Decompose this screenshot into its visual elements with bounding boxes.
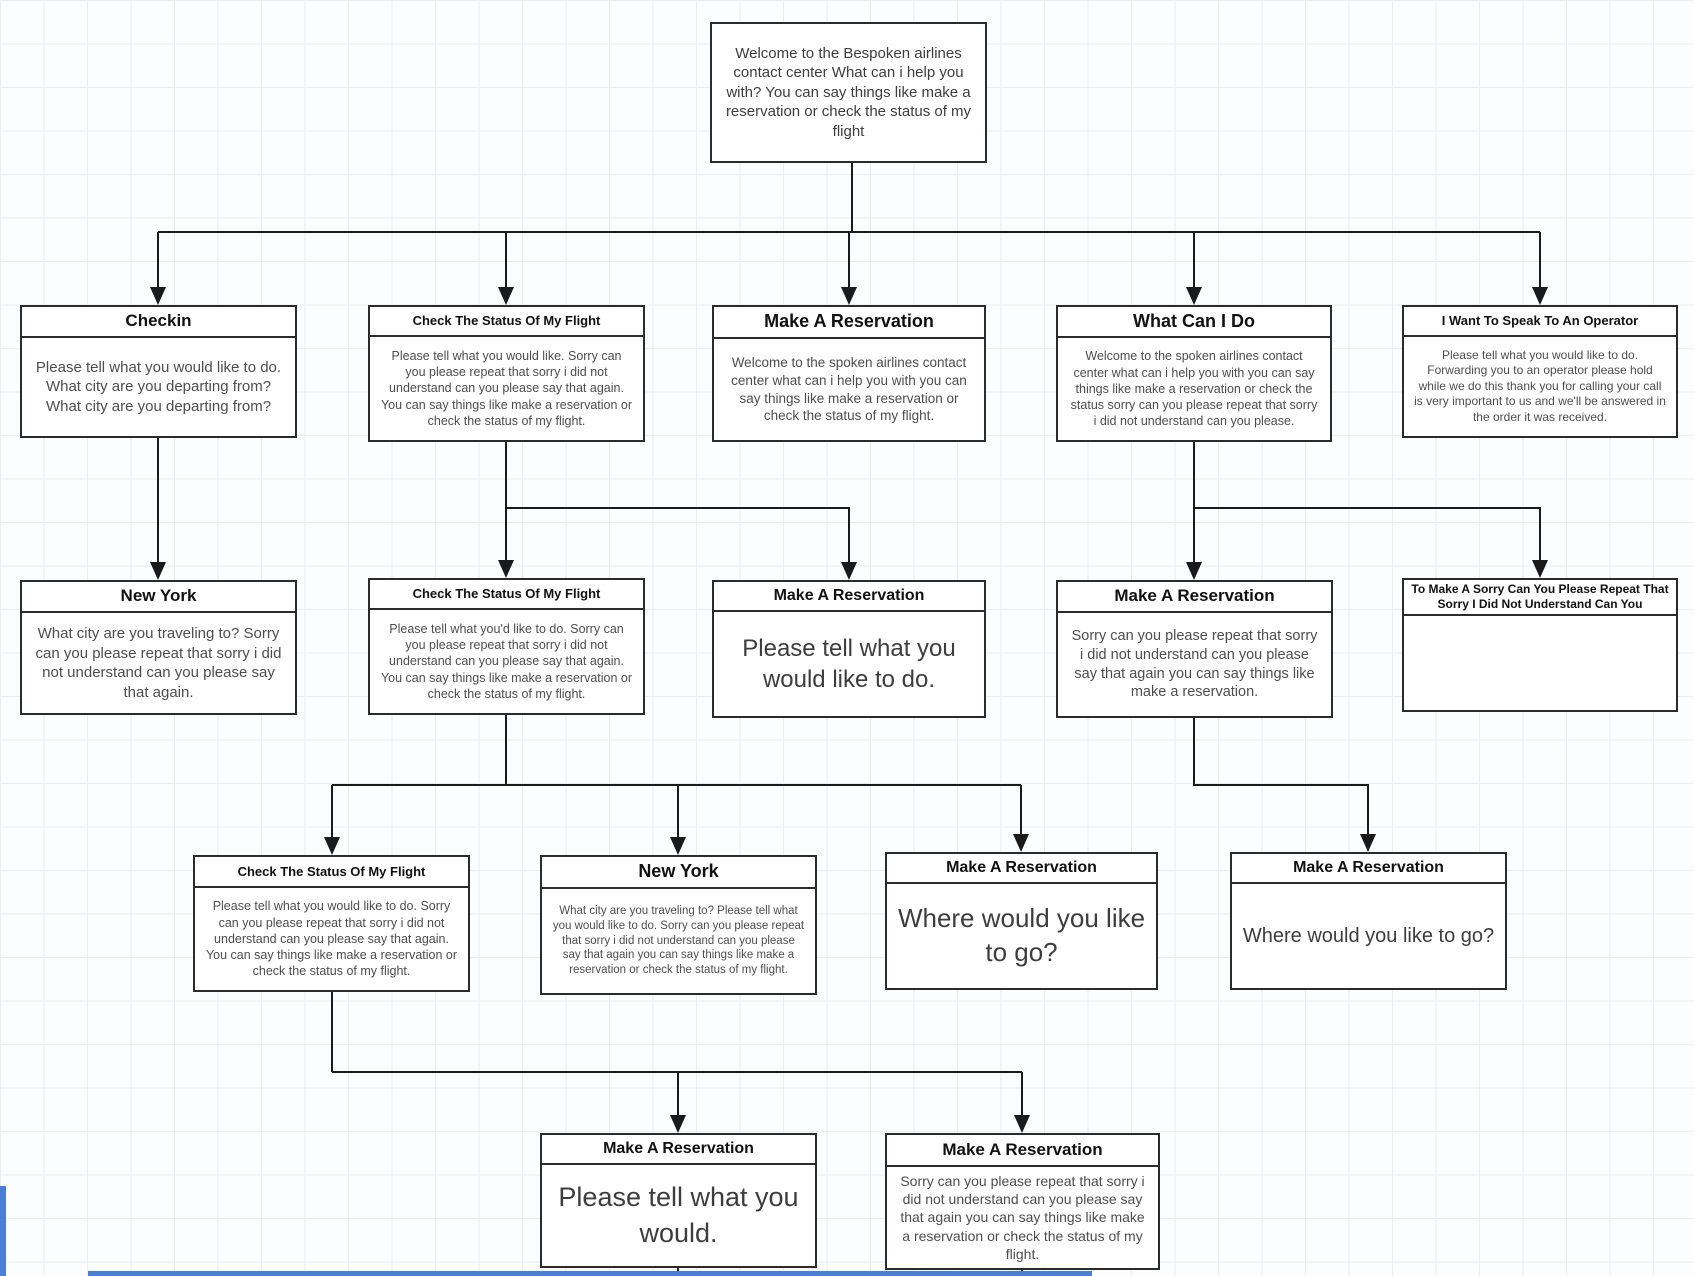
node-title: Make A Reservation	[542, 1135, 815, 1165]
flow-node-make-reservation-5[interactable]: Make A Reservation Where would you like …	[1230, 852, 1507, 990]
flow-node-make-reservation-4[interactable]: Make A Reservation Where would you like …	[885, 852, 1158, 990]
node-body: Sorry can you please repeat that sorry i…	[900, 1173, 1145, 1262]
node-title: New York	[22, 582, 295, 613]
node-title: Check The Status Of My Flight	[370, 307, 643, 337]
node-body: Welcome to the spoken airlines contact c…	[731, 355, 967, 424]
flow-node-make-reservation-1[interactable]: Make A Reservation Welcome to the spoken…	[712, 305, 986, 442]
node-title: What Can I Do	[1058, 307, 1330, 338]
node-body: Please tell what you would like to do. S…	[205, 899, 458, 979]
node-title: Check The Status Of My Flight	[370, 580, 643, 610]
flow-node-check-status-2[interactable]: Check The Status Of My Flight Please tel…	[368, 578, 645, 715]
node-body: Welcome to the spoken airlines contact c…	[1070, 349, 1318, 429]
node-body: Please tell what you would like to do. F…	[1414, 347, 1666, 424]
node-title: Make A Reservation	[887, 854, 1156, 884]
node-body: Please tell what you would like to do.	[742, 634, 956, 693]
flow-node-operator[interactable]: I Want To Speak To An Operator Please te…	[1402, 305, 1678, 438]
page-boundary-bottom	[88, 1271, 1092, 1276]
node-body: Sorry can you please repeat that sorry i…	[1071, 627, 1318, 701]
node-body: Please tell what you would like. Sorry c…	[380, 348, 633, 428]
node-body: What city are you traveling to? Sorry ca…	[35, 625, 282, 701]
page-boundary-left	[0, 1186, 6, 1276]
node-body: What city are you traveling to? Please t…	[552, 904, 805, 977]
node-body: Welcome to the Bespoken airlines contact…	[725, 44, 972, 140]
flow-node-check-status-3[interactable]: Check The Status Of My Flight Please tel…	[193, 855, 470, 992]
flow-node-make-reservation-6[interactable]: Make A Reservation Please tell what you …	[540, 1133, 817, 1268]
node-body: Where would you like to go?	[1242, 925, 1495, 947]
flow-node-new-york-1[interactable]: New York What city are you traveling to?…	[20, 580, 297, 715]
node-body: Please tell what you would.	[558, 1182, 799, 1248]
flow-node-make-reservation-7[interactable]: Make A Reservation Sorry can you please …	[885, 1133, 1160, 1270]
flow-node-what-can-i-do[interactable]: What Can I Do Welcome to the spoken airl…	[1056, 305, 1332, 442]
node-title: Make A Reservation	[714, 582, 984, 612]
node-title: Make A Reservation	[1232, 854, 1505, 884]
node-title: To Make A Sorry Can You Please Repeat Th…	[1404, 580, 1676, 616]
node-body: Please tell what you'd like to do. Sorry…	[380, 621, 633, 701]
node-body: Please tell what you would like to do. W…	[35, 358, 282, 415]
node-title: Make A Reservation	[887, 1135, 1158, 1167]
node-title: Checkin	[22, 307, 295, 338]
flow-node-check-status-1[interactable]: Check The Status Of My Flight Please tel…	[368, 305, 645, 442]
node-title: New York	[542, 857, 815, 889]
node-body	[1404, 616, 1676, 710]
flow-node-checkin[interactable]: Checkin Please tell what you would like …	[20, 305, 297, 438]
node-body: Where would you like to go?	[897, 903, 1146, 967]
node-title: I Want To Speak To An Operator	[1404, 307, 1676, 337]
node-title: Make A Reservation	[1058, 582, 1331, 613]
flow-node-make-reservation-2[interactable]: Make A Reservation Please tell what you …	[712, 580, 986, 718]
flow-node-make-reservation-3[interactable]: Make A Reservation Sorry can you please …	[1056, 580, 1333, 718]
node-title: Check The Status Of My Flight	[195, 857, 468, 888]
flow-node-root[interactable]: Welcome to the Bespoken airlines contact…	[710, 22, 987, 163]
node-title: Make A Reservation	[714, 307, 984, 339]
flow-node-to-make-a-sorry[interactable]: To Make A Sorry Can You Please Repeat Th…	[1402, 578, 1678, 712]
flow-node-new-york-2[interactable]: New York What city are you traveling to?…	[540, 855, 817, 995]
